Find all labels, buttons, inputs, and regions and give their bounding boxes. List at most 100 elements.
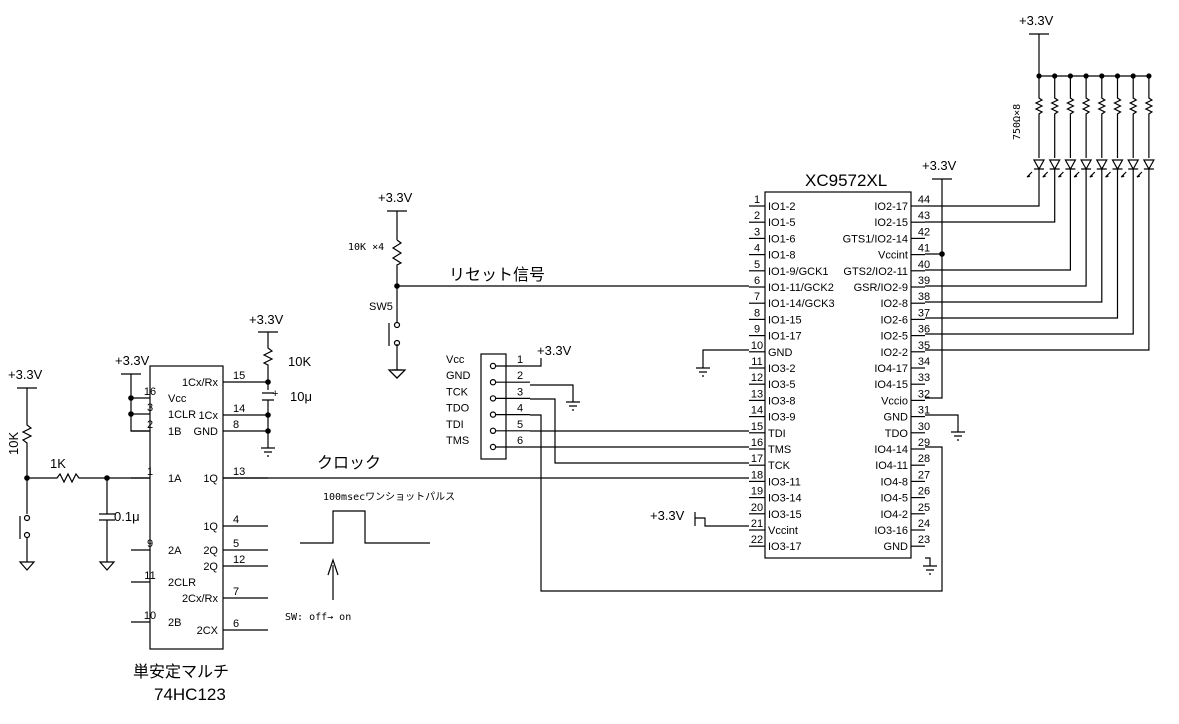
xc-pin-23-number: 23 bbox=[918, 534, 930, 546]
hc-pin-1-label: 1A bbox=[168, 473, 182, 485]
xc-pin-6-label: IO1-11/GCK2 bbox=[768, 282, 834, 294]
xc-pin-27-number: 27 bbox=[918, 469, 930, 481]
hc-pin-6-label: 2CX bbox=[197, 625, 219, 637]
xc-gnd10 bbox=[696, 349, 749, 377]
trigger-arrow bbox=[327, 558, 339, 600]
hc-pin-8-label: GND bbox=[194, 426, 219, 438]
led-resistor-6 bbox=[1113, 76, 1122, 158]
hc-pin-2-number: 2 bbox=[147, 419, 153, 431]
xc-pin-16-label: TMS bbox=[768, 444, 791, 456]
jtag-pin-3 bbox=[489, 395, 497, 402]
xc-pin-24-label: IO3-16 bbox=[874, 525, 908, 537]
led-resistor-3 bbox=[1066, 76, 1075, 158]
hc-pin-9-label: 2A bbox=[168, 545, 182, 557]
xc-pin-10-number: 10 bbox=[751, 340, 763, 352]
xc-pin-33-label: IO4-15 bbox=[874, 379, 908, 391]
74hc123-function: 単安定マルチ bbox=[133, 662, 229, 681]
hc-pin-2-label: 1B bbox=[168, 426, 181, 438]
led-vcc-label: +3.3V bbox=[1019, 13, 1054, 28]
led-resistor-5 bbox=[1097, 76, 1107, 158]
hc-pin-14-number: 14 bbox=[233, 403, 245, 415]
xc-gnd31 bbox=[925, 414, 965, 441]
xc-pin-17-label: TCK bbox=[768, 460, 791, 472]
hc-pin-12-label: 2Q bbox=[203, 561, 218, 573]
xc-pin-44-label: IO2-17 bbox=[874, 201, 908, 213]
xc-gnd23 bbox=[923, 557, 937, 575]
led-resistor-2 bbox=[1050, 76, 1060, 158]
xc-pin-35-label: IO2-2 bbox=[880, 347, 908, 359]
hc-pin-10-label: 2B bbox=[168, 617, 181, 629]
led-wire-6 bbox=[925, 169, 1119, 319]
sw5-switch[interactable] bbox=[388, 286, 406, 379]
hc-pin-7-number: 7 bbox=[233, 586, 239, 598]
xc-pin-34-label: IO4-17 bbox=[874, 363, 908, 375]
xc-pin-21-label: Vccint bbox=[768, 525, 798, 537]
xc-pin-8-label: IO1-15 bbox=[768, 314, 802, 326]
xc-pin-39-label: GSR/IO2-9 bbox=[854, 282, 908, 294]
led-resistor-7 bbox=[1128, 76, 1138, 158]
jtag-pin-3-number: 3 bbox=[517, 386, 523, 398]
xc-pin-23-label: GND bbox=[884, 541, 909, 553]
xc-pin-18-number: 18 bbox=[751, 469, 763, 481]
xc-pin-5-number: 5 bbox=[754, 259, 760, 271]
jtag-label-tms: TMS bbox=[446, 435, 469, 447]
jtag-label-gnd: GND bbox=[446, 370, 471, 382]
xc-pin-29-label: IO4-14 bbox=[874, 444, 908, 456]
xc-pin-44-number: 44 bbox=[918, 194, 930, 206]
led-5 bbox=[1095, 159, 1108, 171]
74hc123-part: 74HC123 bbox=[154, 685, 226, 704]
xc-pin-36-number: 36 bbox=[918, 324, 930, 336]
trig-network bbox=[17, 387, 150, 484]
jtag-tdo-wire bbox=[530, 414, 943, 592]
xc-pin-41-label: Vccint bbox=[878, 250, 908, 262]
led-4 bbox=[1080, 159, 1093, 171]
xc-pin-12-label: IO3-5 bbox=[768, 379, 796, 391]
xc-pin-7-number: 7 bbox=[754, 291, 760, 303]
xc9572xl-right-pins: 44IO2-1743IO2-1542GTS1/IO2-1441Vccint40G… bbox=[843, 194, 931, 553]
xc-pin-33-number: 33 bbox=[918, 372, 930, 384]
r10k-x4-label: 10K ×4 bbox=[348, 242, 384, 253]
hc-pin-4-label: 1Q bbox=[203, 521, 218, 533]
led-resistor-8 bbox=[1144, 76, 1154, 158]
xc-pin-4-number: 4 bbox=[754, 243, 760, 255]
hc-vcc-rail bbox=[121, 373, 150, 432]
jtag-pin-2 bbox=[489, 379, 497, 386]
hc-pin-7-label: 2Cx/Rx bbox=[182, 593, 219, 605]
led-wire-5 bbox=[925, 169, 1103, 303]
jtag-label-vcc: Vcc bbox=[446, 354, 465, 366]
jtag-pin-4-number: 4 bbox=[517, 403, 523, 415]
r10k-trig-label: 10K bbox=[6, 432, 21, 455]
xc-pin-7-label: IO1-14/GCK3 bbox=[768, 298, 835, 310]
jtag-pin-5 bbox=[489, 427, 497, 434]
xc-pin-2-label: IO1-5 bbox=[768, 217, 796, 229]
jtag-vcc-label: +3.3V bbox=[537, 343, 572, 358]
led-wire-3 bbox=[925, 169, 1071, 271]
xc-pin-15-number: 15 bbox=[751, 421, 763, 433]
xc-pin-36-label: IO2-5 bbox=[880, 331, 908, 343]
hc-pin-4-number: 4 bbox=[233, 514, 239, 526]
hc-pin-5-number: 5 bbox=[233, 538, 239, 550]
hc-pin-3-number: 3 bbox=[147, 402, 153, 414]
hc-pin-15-label: 1Cx/Rx bbox=[182, 377, 219, 389]
xc-pin-8-number: 8 bbox=[754, 307, 760, 319]
led-wire-2 bbox=[925, 169, 1056, 223]
r10k-cxrx-label: 10K bbox=[288, 354, 311, 369]
jtag-pin-5-number: 5 bbox=[517, 419, 523, 431]
sw5-gnd bbox=[387, 369, 407, 379]
xc-pin-16-number: 16 bbox=[751, 437, 763, 449]
xc-pin-35-number: 35 bbox=[918, 340, 930, 352]
xc-pin-30-label: TDO bbox=[885, 428, 909, 440]
trig-switch[interactable] bbox=[18, 478, 36, 571]
c01u-cap bbox=[98, 478, 116, 571]
jtag-pin-1 bbox=[489, 362, 497, 370]
74hc123-right-pins: 151Cx/Rx141Cx8GND131Q41Q52Q122Q72Cx/Rx62… bbox=[182, 370, 268, 637]
clock-label: クロック bbox=[317, 453, 381, 472]
jtag-label-tdo: TDO bbox=[446, 403, 470, 415]
xc-pin-40-label: GTS2/IO2-11 bbox=[843, 266, 908, 278]
xc-pin-22-number: 22 bbox=[751, 534, 763, 546]
jtag-pin-6-number: 6 bbox=[517, 435, 523, 447]
xc-pin-1-number: 1 bbox=[754, 194, 760, 206]
hc-pin-16-number: 16 bbox=[144, 386, 156, 398]
c10u-label: 10μ bbox=[290, 389, 312, 404]
